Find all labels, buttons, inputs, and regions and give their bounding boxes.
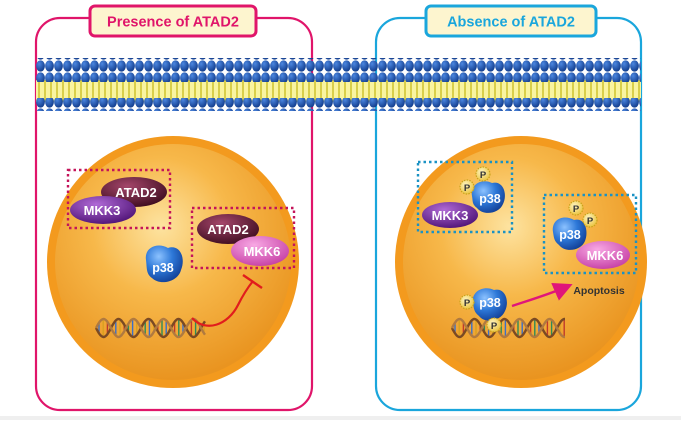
phospho-label: P [491, 321, 498, 332]
mkk3-protein [422, 202, 478, 228]
phospho-label: P [587, 216, 594, 227]
mkk3-label: MKK3 [432, 208, 469, 223]
inhibition-arrow-icon [191, 274, 263, 327]
p38-protein [552, 217, 587, 250]
complex-box [190, 206, 296, 270]
p38-protein [472, 288, 507, 321]
left-title-badge: Presence of ATAD2 [88, 4, 258, 38]
left-panel-title: Presence of ATAD2 [107, 15, 239, 31]
activation-arrow-icon [511, 283, 573, 308]
mkk6-protein [576, 241, 630, 269]
right-complex-mkk3-p38: p38 MKK3 P P [416, 160, 514, 234]
right-dna-bound-p38: p38 P P [459, 288, 507, 333]
right-complex-p38-mkk6: MKK6 p38 P P [542, 193, 638, 275]
left-complex-atad2-mkk3: ATAD2 MKK3 [66, 168, 172, 230]
complex-box [416, 160, 514, 234]
mkk6-protein [231, 236, 289, 266]
p38-label: p38 [479, 192, 501, 206]
dna-helix-icon [94, 317, 206, 339]
phosphate-icon: P [486, 317, 502, 333]
atad2-label: ATAD2 [207, 222, 248, 237]
phosphate-icon: P [475, 166, 491, 182]
phosphate-icon: P [568, 200, 584, 216]
p38-label: p38 [152, 261, 174, 275]
right-title-badge: Absence of ATAD2 [424, 4, 598, 38]
bottom-strip [0, 416, 681, 420]
right-panel-title: Absence of ATAD2 [447, 15, 575, 31]
mkk6-label: MKK6 [587, 248, 624, 263]
complex-box [66, 168, 172, 230]
left-p38: p38 [145, 245, 183, 283]
p38-protein [471, 181, 505, 213]
phosphate-icon: P [459, 294, 475, 310]
atad2-protein [197, 214, 259, 244]
phosphate-icon: P [582, 212, 598, 228]
mkk3-protein [70, 196, 136, 224]
phospho-label: P [573, 204, 580, 215]
cell-membrane [36, 58, 641, 111]
atad2-label: ATAD2 [115, 185, 156, 200]
phospho-label: P [464, 298, 471, 309]
mkk3-label: MKK3 [84, 203, 121, 218]
mkk6-label: MKK6 [244, 244, 281, 259]
apoptosis-label: Apoptosis [573, 285, 624, 297]
p38-label: p38 [479, 296, 501, 310]
phosphate-icon: P [459, 179, 475, 195]
p38-label: p38 [559, 228, 581, 242]
left-complex-atad2-mkk6: ATAD2 MKK6 [190, 206, 296, 270]
phospho-label: P [480, 170, 487, 181]
complex-box [542, 193, 638, 275]
p38-protein [145, 245, 183, 283]
phospho-label: P [464, 183, 471, 194]
